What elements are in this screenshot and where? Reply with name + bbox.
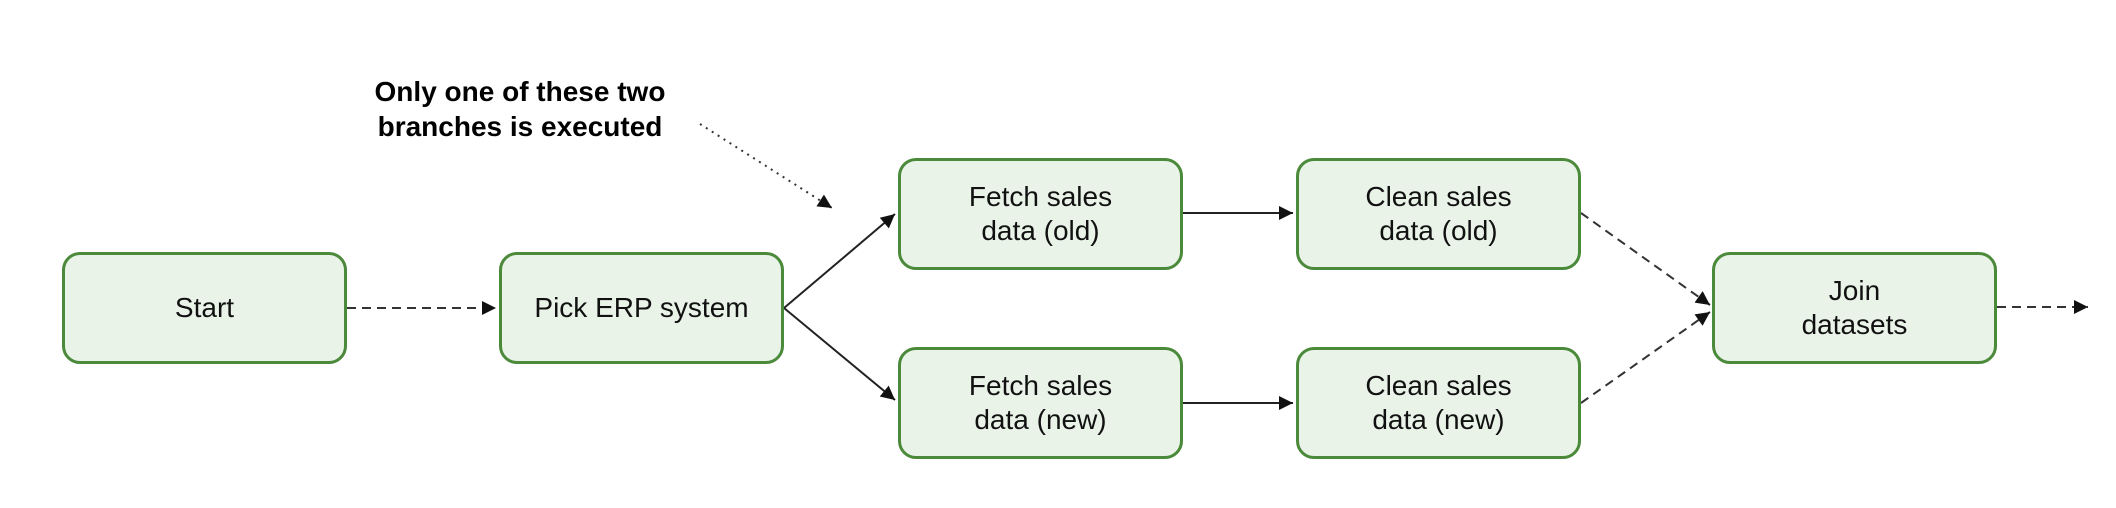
node-clean-sales-new-label: Clean sales data (new): [1365, 369, 1512, 435]
edge-pick-to-fetch-new: [783, 307, 896, 401]
edge-clean-new-to-join: [1580, 311, 1711, 404]
node-fetch-sales-new[interactable]: Fetch sales data (new): [898, 347, 1183, 459]
node-start-label: Start: [174, 291, 235, 323]
node-fetch-sales-old-label: Fetch sales data (old): [968, 180, 1113, 246]
node-clean-sales-old[interactable]: Clean sales data (old): [1296, 158, 1581, 270]
annotation-pointer: [699, 123, 833, 209]
node-clean-sales-old-label: Clean sales data (old): [1365, 180, 1512, 246]
node-join-datasets-label: Join datasets: [1801, 274, 1908, 340]
node-pick-erp-system-label: Pick ERP system: [534, 291, 749, 323]
edge-pick-to-fetch-old: [783, 213, 896, 309]
node-start[interactable]: Start: [62, 252, 347, 364]
node-fetch-sales-new-label: Fetch sales data (new): [968, 369, 1113, 435]
edge-clean-old-to-join: [1580, 212, 1711, 306]
node-pick-erp-system[interactable]: Pick ERP system: [499, 252, 784, 364]
node-clean-sales-new[interactable]: Clean sales data (new): [1296, 347, 1581, 459]
branch-annotation: Only one of these two branches is execut…: [374, 76, 666, 142]
node-join-datasets[interactable]: Join datasets: [1712, 252, 1997, 364]
node-fetch-sales-old[interactable]: Fetch sales data (old): [898, 158, 1183, 270]
